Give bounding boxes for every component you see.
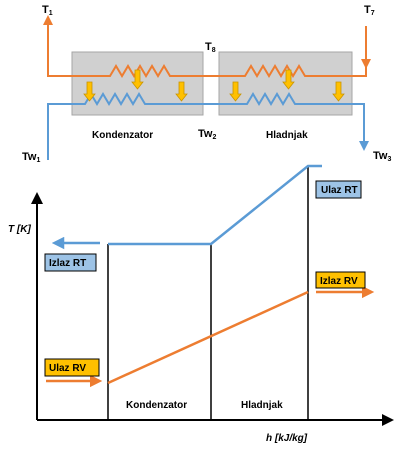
- water-curve: [108, 164, 322, 246]
- svg-text:Izlaz RV: Izlaz RV: [320, 276, 358, 287]
- condenser-label: Kondenzator: [92, 130, 153, 141]
- svg-text:Izlaz RT: Izlaz RT: [49, 258, 86, 269]
- label-tw2: Tw2: [198, 128, 216, 141]
- down-arrow-icon: [131, 69, 144, 90]
- refrigerant-line: [47, 28, 367, 78]
- schematic: T1 T7 T8 Tw1 Tw2 Tw3 Kondenzator Hladnja…: [22, 4, 391, 164]
- y-axis-label: T [K]: [8, 224, 31, 235]
- water-line: [47, 92, 365, 160]
- heat-arrows: [83, 69, 345, 102]
- label-t7: T7: [364, 4, 375, 17]
- badge-ulaz-rt: Ulaz RT: [315, 180, 362, 199]
- section-label-cooler: Hladnjak: [241, 400, 283, 411]
- badge-izlaz-rt: Izlaz RT: [44, 253, 97, 272]
- down-arrow-icon: [83, 81, 96, 102]
- badge-izlaz-rv: Izlaz RV: [315, 271, 366, 289]
- refrigerant-curve: [107, 290, 309, 385]
- down-arrow-icon: [282, 69, 295, 90]
- cooler-label: Hladnjak: [266, 130, 308, 141]
- svg-text:Ulaz RV: Ulaz RV: [49, 363, 86, 374]
- label-tw3: Tw3: [373, 150, 391, 163]
- label-tw1: Tw1: [22, 151, 40, 164]
- section-label-condenser: Kondenzator: [126, 400, 187, 411]
- svg-text:Ulaz RT: Ulaz RT: [321, 185, 358, 196]
- down-arrow-icon: [175, 81, 188, 102]
- x-axis-label: h [kJ/kg]: [266, 433, 308, 444]
- down-arrow-icon: [229, 81, 242, 102]
- label-t8: T8: [205, 41, 216, 54]
- label-t1: T1: [42, 4, 53, 17]
- down-arrow-icon: [332, 81, 345, 102]
- badge-ulaz-rv: Ulaz RV: [44, 358, 100, 377]
- th-graph: T [K] h [kJ/kg] Kondenzator Hladnjak Ula…: [8, 164, 394, 444]
